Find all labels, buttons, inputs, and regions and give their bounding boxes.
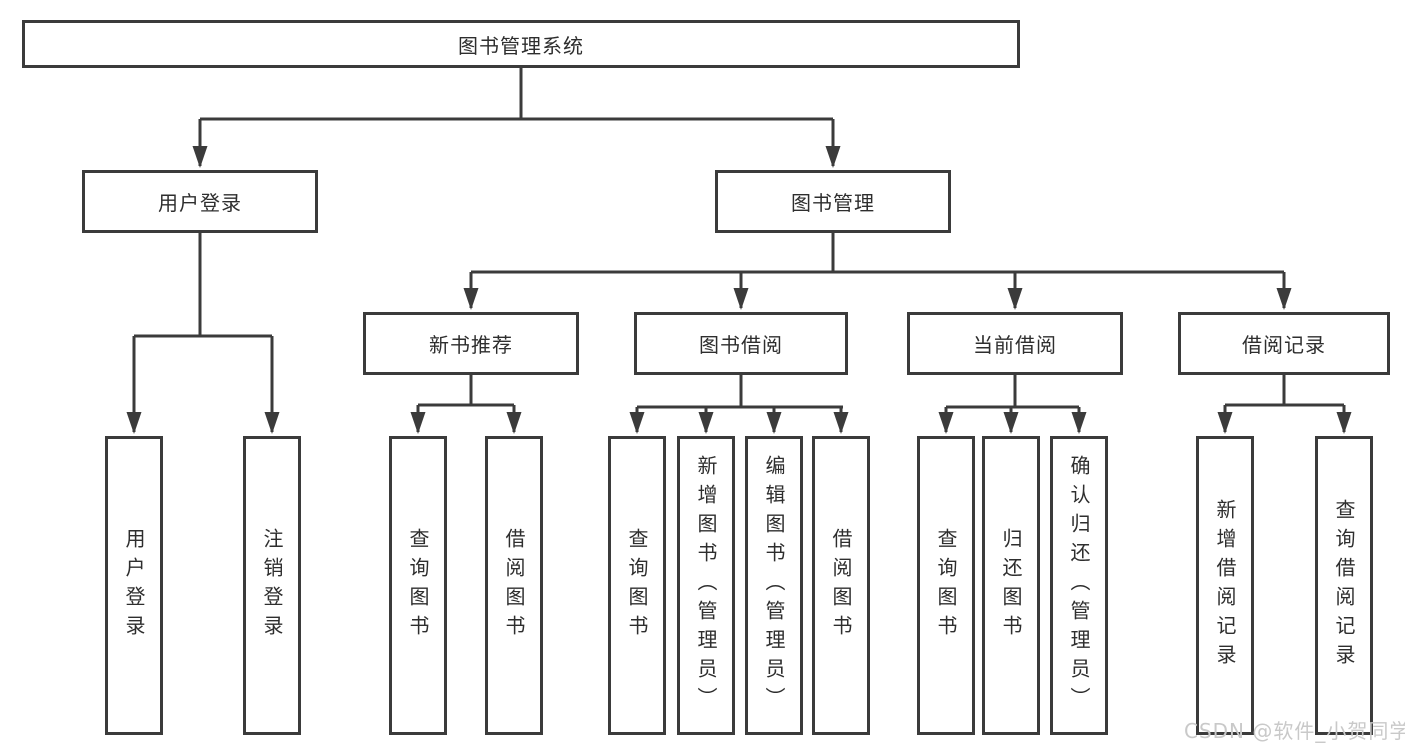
node-label: 编辑图书（管理员） xyxy=(762,455,786,716)
node-label: 借阅图书 xyxy=(829,527,853,644)
node-label: 查询图书 xyxy=(406,527,430,644)
node-label: 新书推荐 xyxy=(429,333,513,357)
node-label: 新增图书（管理员） xyxy=(694,455,718,716)
node-label: 图书管理 xyxy=(791,191,875,215)
leaf-logout: 注销登录 xyxy=(243,436,301,735)
leaf-return-books: 归还图书 xyxy=(982,436,1040,735)
leaf-add-borrow-record: 新增借阅记录 xyxy=(1196,436,1254,735)
node-label: 用户登录 xyxy=(158,191,242,215)
leaf-edit-book-admin: 编辑图书（管理员） xyxy=(745,436,803,735)
leaf-query-books-recommend: 查询图书 xyxy=(389,436,447,735)
watermark-text: CSDN @软件_小贺同学 xyxy=(1184,719,1405,743)
node-label: 新增借阅记录 xyxy=(1213,498,1237,673)
leaf-user-login: 用户登录 xyxy=(105,436,163,735)
leaf-borrow-books-recommend: 借阅图书 xyxy=(485,436,543,735)
leaf-borrow-books-borrowing: 借阅图书 xyxy=(812,436,870,735)
node-library-management-system: 图书管理系统 xyxy=(22,20,1020,68)
node-label: 图书管理系统 xyxy=(458,33,584,58)
node-label: 图书借阅 xyxy=(699,333,783,357)
leaf-confirm-return-admin: 确认归还（管理员） xyxy=(1050,436,1108,735)
leaf-add-book-admin: 新增图书（管理员） xyxy=(677,436,735,735)
node-label: 确认归还（管理员） xyxy=(1067,455,1091,716)
node-book-borrowing: 图书借阅 xyxy=(634,312,848,375)
leaf-query-borrow-record: 查询借阅记录 xyxy=(1315,436,1373,735)
connector-arrows xyxy=(126,119,1352,434)
node-label: 当前借阅 xyxy=(973,333,1057,357)
node-label: 归还图书 xyxy=(999,527,1023,644)
leaf-query-books-current: 查询图书 xyxy=(917,436,975,735)
connector-bars xyxy=(134,68,1344,409)
node-label: 查询借阅记录 xyxy=(1332,498,1356,673)
node-label: 借阅记录 xyxy=(1242,333,1326,357)
node-new-book-recommend: 新书推荐 xyxy=(363,312,579,375)
node-current-borrowing: 当前借阅 xyxy=(907,312,1123,375)
node-user-login: 用户登录 xyxy=(82,170,318,233)
node-label: 用户登录 xyxy=(122,527,146,644)
node-book-management: 图书管理 xyxy=(715,170,951,233)
leaf-query-books-borrowing: 查询图书 xyxy=(608,436,666,735)
node-label: 借阅图书 xyxy=(502,527,526,644)
node-borrowing-records: 借阅记录 xyxy=(1178,312,1390,375)
node-label: 查询图书 xyxy=(625,527,649,644)
node-label: 注销登录 xyxy=(260,527,284,644)
node-label: 查询图书 xyxy=(934,527,958,644)
